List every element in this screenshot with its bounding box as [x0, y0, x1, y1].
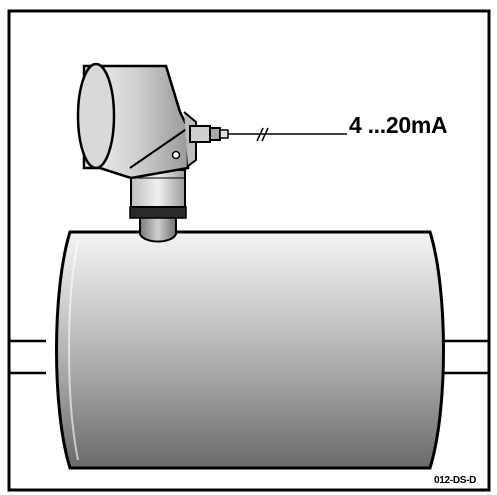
figure-code: 012-DS-D: [434, 475, 477, 486]
signal-label: 4 ...20mA: [349, 112, 448, 138]
process-connection: [129, 206, 187, 243]
pipe-right: [442, 339, 488, 375]
pipe-left: [10, 339, 46, 375]
tank: [55, 230, 445, 470]
housing-cover: [76, 62, 116, 170]
signal-cable: [228, 127, 347, 142]
cable-gland: [189, 125, 229, 143]
transmitter-housing: [76, 62, 197, 180]
screw-dot: [171, 150, 181, 160]
